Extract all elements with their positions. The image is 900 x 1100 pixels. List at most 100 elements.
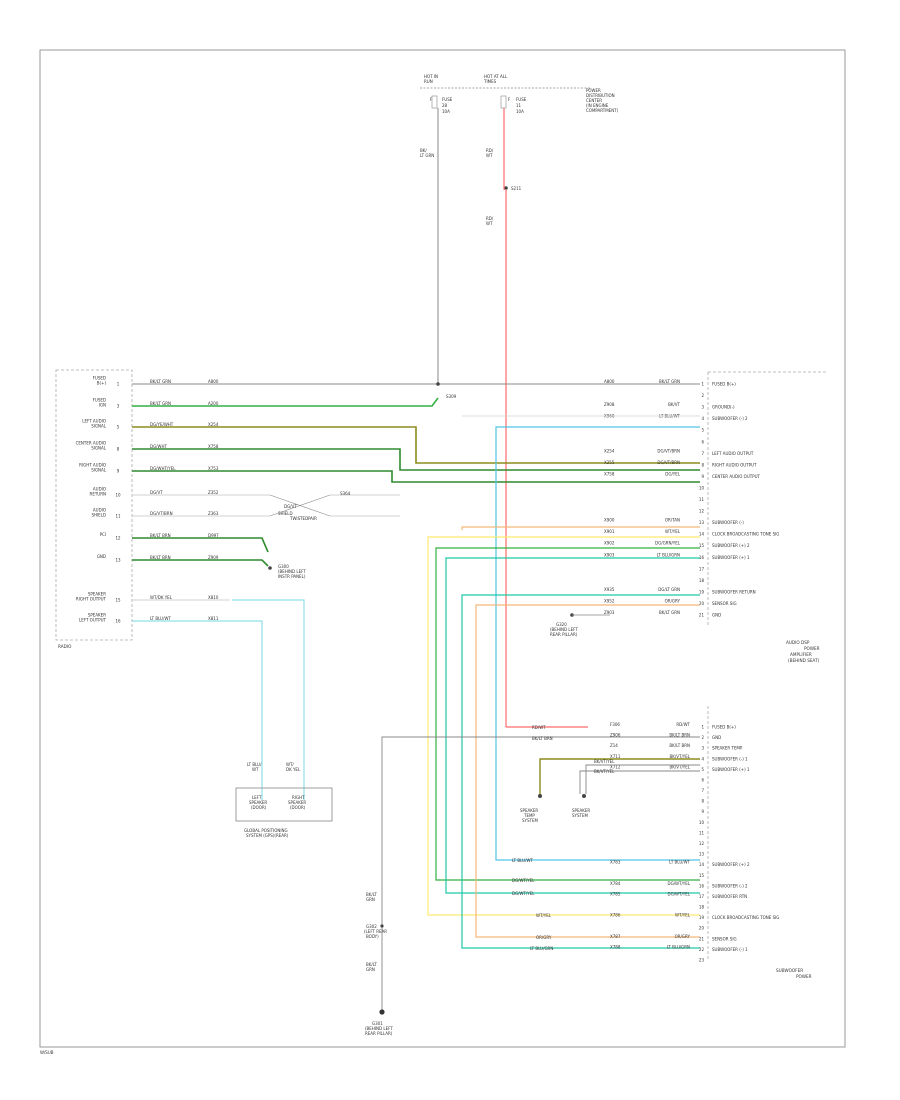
amp-pin-code: X903 bbox=[604, 552, 615, 557]
amp-pin-number: 6 bbox=[701, 439, 704, 444]
amp-pin-code: X952 bbox=[604, 598, 615, 603]
wire-pin5 bbox=[132, 426, 700, 464]
amp-pin-label: SUBWOOFER (-) bbox=[712, 520, 744, 525]
sub-pin-code: Z14 bbox=[610, 743, 618, 748]
amp-pin-label: CENTER AUDIO OUTPUT bbox=[712, 474, 761, 479]
amp-pin-number: 16 bbox=[699, 555, 705, 560]
sub-rg-6: GRN bbox=[366, 967, 375, 972]
sub-pin-code: X788 bbox=[610, 944, 621, 949]
amp-pin-number: 3 bbox=[701, 405, 704, 410]
footer-label: W/SUB bbox=[40, 1050, 54, 1055]
wire-amp-subrtn bbox=[461, 594, 700, 949]
ground-g300-dot bbox=[268, 566, 272, 570]
amp-pin-wire: BK/LT GRN bbox=[659, 379, 680, 384]
amp-pin-number: 17 bbox=[699, 566, 705, 571]
mid-label-s364: S364 bbox=[340, 491, 351, 496]
fuse1-line5: 10A bbox=[442, 109, 450, 114]
amp-pin-number: 21 bbox=[699, 613, 705, 618]
amp-pin-label: CLOCK BROADCASTING TONE SIG bbox=[712, 532, 779, 537]
amp-pin-number: 18 bbox=[699, 578, 705, 583]
radio-pin-label: LEFT OUTPUT bbox=[79, 618, 107, 623]
spk-wire-0: LT BLU/ bbox=[247, 762, 262, 767]
sub-pin-number: 19 bbox=[699, 915, 705, 920]
radio-pin-code: A200 bbox=[208, 401, 219, 406]
sub-name-1: POWER bbox=[796, 974, 812, 979]
amp-pin-number: 19 bbox=[699, 589, 705, 594]
amp-wires bbox=[427, 415, 700, 949]
amp-ground-1: (BEHIND LEFT bbox=[550, 627, 578, 632]
amp-pin-label: FUSED B(+) bbox=[712, 382, 736, 387]
amp-pin-label: GROUND(-) bbox=[712, 405, 735, 410]
fuse2-line4: 11 bbox=[516, 103, 522, 108]
sub-ground-1: (BEHIND LEFT bbox=[365, 1026, 393, 1031]
radio-pin-number: 9 bbox=[117, 469, 120, 474]
radio-pin-code: X811 bbox=[208, 616, 219, 621]
amp-pin-number: 5 bbox=[701, 428, 704, 433]
amp-pin-label: SUBWOOFER (+) 1 bbox=[712, 555, 750, 560]
left-wire-3: WT/YEL bbox=[536, 913, 552, 918]
amp-pin-label: SENSOR SIG bbox=[712, 601, 737, 606]
fuse2-line2: F bbox=[508, 97, 511, 102]
amp-pin-wire: DG/VT/BRN bbox=[657, 460, 680, 465]
amp-pin-wire: OR/TAN bbox=[665, 518, 680, 523]
radio-pin-code: X758 bbox=[208, 444, 219, 449]
amp-pin-code: Z903 bbox=[604, 610, 615, 615]
radio-outline bbox=[55, 369, 133, 641]
sub-pin-wire: RD/WT bbox=[676, 722, 690, 727]
amp-pin-number: 9 bbox=[701, 474, 704, 479]
amp-pin-wire: BK/LT GRN bbox=[659, 610, 680, 615]
amp-pin-wire: WT/YEL bbox=[665, 529, 681, 534]
radio-pin-wire: DG/VT bbox=[150, 490, 163, 495]
amp-pin-wire: DG/VT/BRN bbox=[657, 448, 680, 453]
sub-rg-0: BK/LT bbox=[366, 892, 377, 897]
radio-pin-label: RIGHT AUDIO bbox=[79, 463, 106, 468]
amp-pin-number: 20 bbox=[699, 601, 705, 606]
amp-pin-wire: BK/VT bbox=[668, 402, 680, 407]
radio-pin-label: PCI bbox=[100, 532, 106, 537]
wire-amp-clock bbox=[427, 536, 700, 916]
amp-pin-label: SUBWOOFER RETURN bbox=[712, 589, 756, 594]
amp-name-3: (BEHIND SEAT) bbox=[788, 658, 820, 663]
sub-pin-label: SUBWOOFER (+) 1 bbox=[712, 767, 750, 772]
radio-pin-wire: DG/VT/BRN bbox=[150, 511, 173, 516]
center-box-0-0: SPEAKER bbox=[520, 808, 538, 813]
wire-amp-sub2minus bbox=[495, 426, 700, 861]
spk-wire-1: WT bbox=[252, 767, 259, 772]
wire-sub-speaker2 bbox=[579, 770, 700, 794]
amp-pin-code: X758 bbox=[604, 471, 615, 476]
amp-pin-number: 8 bbox=[701, 462, 704, 467]
fuse2-line0: HOT AT ALL bbox=[484, 74, 508, 79]
sub-pin-number: 8 bbox=[701, 799, 704, 804]
wire1-label1: LT GRN bbox=[420, 153, 434, 158]
center-box-0-2: SYSTEM bbox=[522, 818, 538, 823]
amp-name-0: AUDIO DSP bbox=[786, 640, 810, 645]
radio-pin-label: SIGNAL bbox=[91, 446, 107, 451]
radio-pin-label: LEFT AUDIO bbox=[82, 419, 106, 424]
amp-pin-label: GND bbox=[712, 613, 721, 618]
sub-pin-number: 21 bbox=[699, 936, 705, 941]
pdc-line3: (IN ENGINE bbox=[586, 103, 609, 108]
radio-pin-label: SIGNAL bbox=[91, 424, 107, 429]
speaker-system-dot bbox=[582, 794, 586, 798]
amp-pin-code: X902 bbox=[604, 541, 615, 546]
radio-pin-code: Z352 bbox=[208, 490, 219, 495]
radio-pin-label: SPEAKER bbox=[88, 592, 106, 597]
center-wire-0: BK/VT/YEL bbox=[594, 759, 615, 764]
amp-pin-label: RIGHT AUDIO OUTPUT bbox=[712, 462, 757, 467]
radio-pin-wire: BK/LT BRN bbox=[150, 555, 171, 560]
radio-pin-label: B(+) bbox=[97, 381, 107, 386]
radio-pin-label: SHIELD bbox=[91, 513, 106, 518]
sub-pin-label: SUBWOOFER (+) 2 bbox=[712, 862, 750, 867]
spk-right-0: RIGHT bbox=[292, 795, 305, 800]
fuse-block-top: HOT IN RUN F FUSE 28 10A HOT AT ALL TIME… bbox=[420, 74, 619, 226]
pdc-line2: CENTER bbox=[586, 98, 602, 103]
radio-pin-code: X753 bbox=[208, 466, 219, 471]
radio-pin-number: 3 bbox=[117, 404, 120, 409]
spk-left-2: (DOOR) bbox=[251, 805, 267, 810]
sub-pin-number: 12 bbox=[699, 841, 705, 846]
sub-pin-code: X712 bbox=[610, 764, 621, 769]
ground-g300-l0: G300 bbox=[278, 564, 289, 569]
radio-name: RADIO bbox=[58, 644, 72, 649]
